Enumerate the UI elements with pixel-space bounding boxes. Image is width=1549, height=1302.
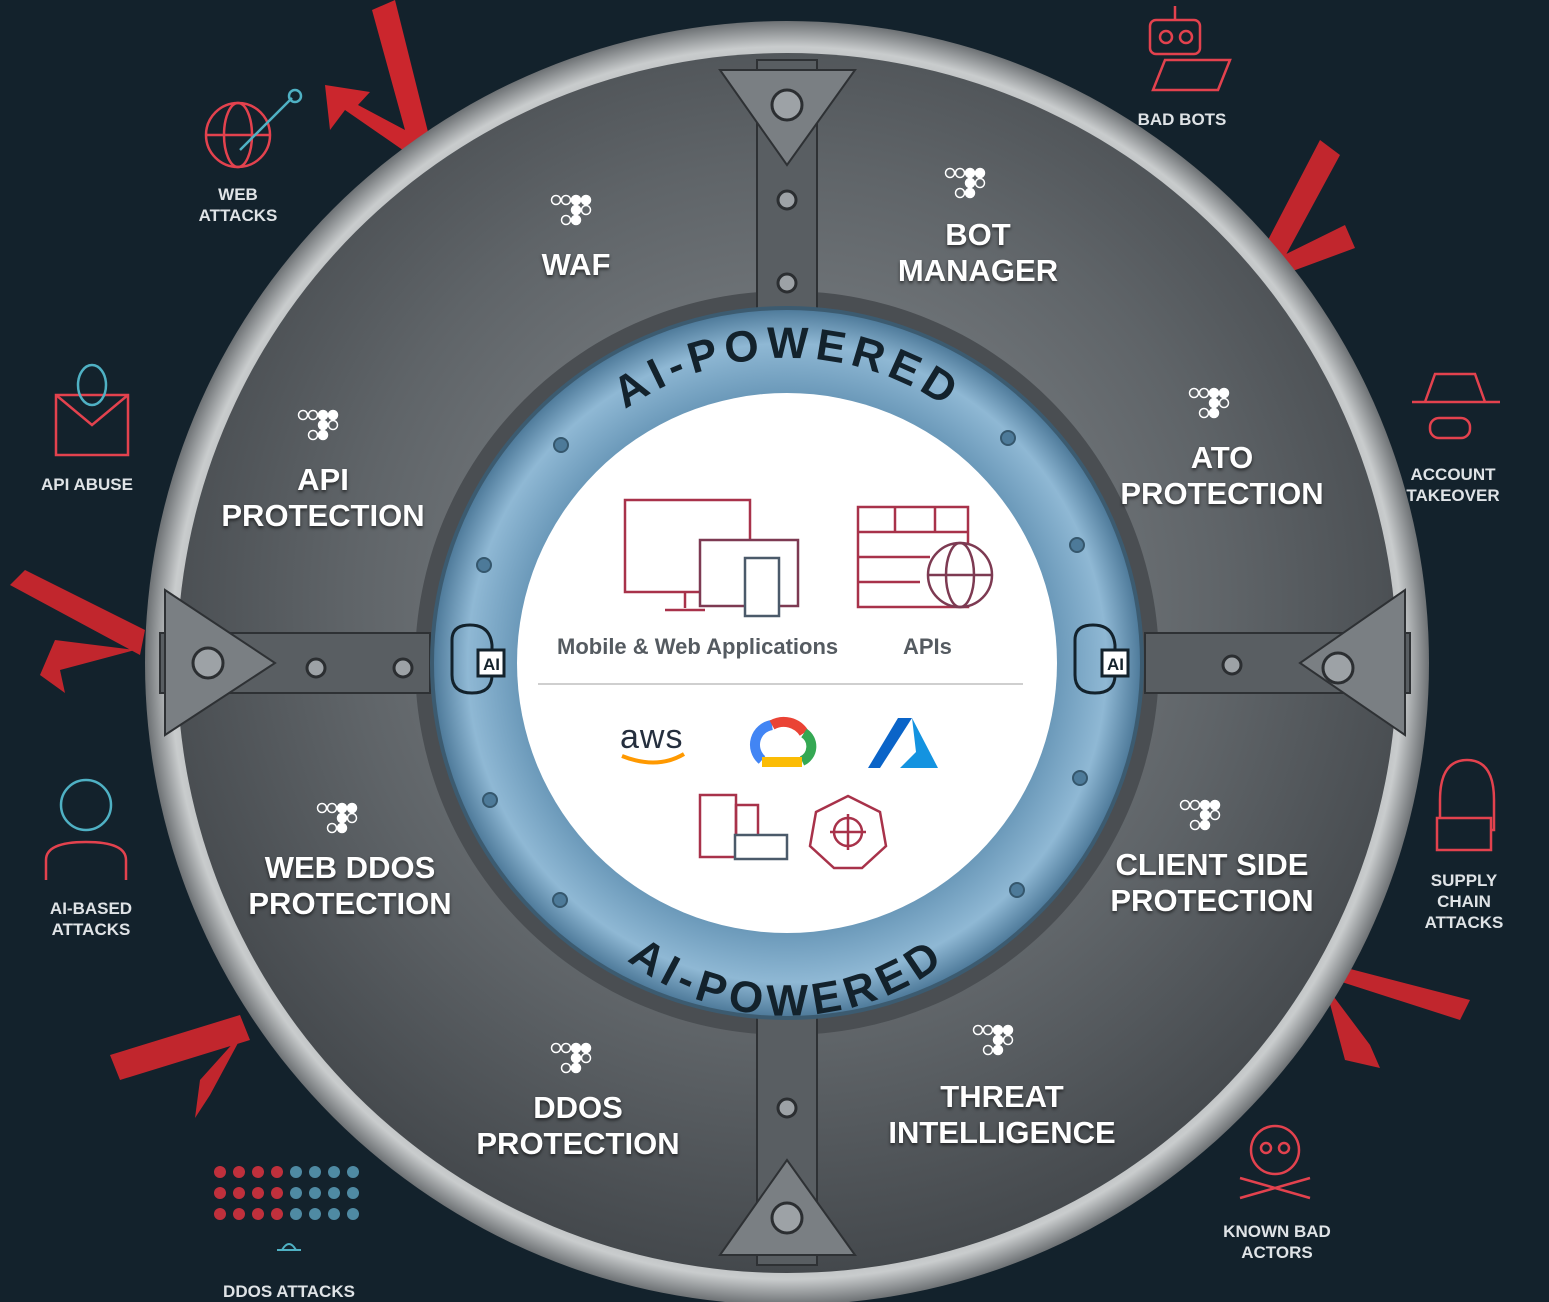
- bug-envelope-icon: [54, 363, 130, 457]
- service-ddos: DDOS PROTECTION: [476, 1090, 680, 1161]
- skull-mini-icon: [328, 1187, 340, 1199]
- google-cloud-icon: [749, 716, 817, 767]
- svg-text:AI: AI: [483, 655, 500, 674]
- skull-mini-icon: [271, 1166, 283, 1178]
- ring-rivets: [476, 430, 1088, 908]
- svg-text:AI: AI: [1107, 655, 1124, 674]
- robot-laptop-icon: [1148, 6, 1232, 92]
- skull-mini-icon: [347, 1208, 359, 1220]
- crossbars: [159, 59, 1411, 1266]
- threat-bad-bots: BAD BOTS: [1137, 110, 1227, 129]
- datacenter-icon: [698, 793, 789, 861]
- arrow-bottom-right: [1320, 965, 1470, 1068]
- spy-hat-icon: [1412, 372, 1500, 440]
- threat-arrows: [10, 0, 1470, 1118]
- skull-mini-icon: [347, 1166, 359, 1178]
- aws-logo-text: aws: [620, 718, 684, 756]
- threat-web-attacks: WEB ATTACKS: [198, 185, 278, 225]
- center-disc: [517, 393, 1057, 933]
- service-api-protection: API PROTECTION: [221, 462, 425, 533]
- service-web-ddos: WEB DDOS PROTECTION: [248, 850, 452, 921]
- hat-small-icon: [277, 1243, 301, 1251]
- skull-grid-icon: [214, 1166, 359, 1220]
- skull-mini-icon: [290, 1208, 302, 1220]
- skull-mini-icon: [328, 1208, 340, 1220]
- kubernetes-icon: [808, 794, 888, 870]
- arrow-left: [10, 570, 145, 693]
- skull-mini-icon: [271, 1208, 283, 1220]
- threat-ai-based: AI-BASED ATTACKS: [49, 899, 133, 939]
- service-dots-icon: [550, 194, 592, 226]
- ai-brain-icon-right: AI: [1073, 623, 1130, 695]
- threat-api-abuse: API ABUSE: [41, 475, 133, 494]
- service-client-side: CLIENT SIDE PROTECTION: [1110, 847, 1314, 918]
- threat-ddos-attacks: DDOS ATTACKS: [223, 1282, 355, 1301]
- service-threat-intel: THREAT INTELLIGENCE: [888, 1079, 1116, 1150]
- service-dot-icons: [297, 167, 1230, 1074]
- arrow-top-right: [1255, 140, 1355, 275]
- api-wall-globe-icon: [856, 505, 994, 609]
- service-dots-icon: [297, 409, 339, 441]
- skull-mini-icon: [214, 1208, 226, 1220]
- azure-icon: [868, 718, 938, 768]
- skull-mini-icon: [252, 1166, 264, 1178]
- arrow-top-left: [325, 0, 430, 155]
- ai-brain-icon-left: AI: [450, 623, 506, 695]
- skull-mini-icon: [233, 1166, 245, 1178]
- service-dots-icon: [550, 1042, 592, 1074]
- service-dots-icon: [316, 802, 358, 834]
- hooded-hacker-icon: [1435, 758, 1496, 852]
- aws-smile: [621, 752, 686, 765]
- skull-mini-icon: [309, 1166, 321, 1178]
- service-dots-icon: [1188, 387, 1230, 419]
- skull-mini-icon: [233, 1208, 245, 1220]
- threat-account-takeover: ACCOUNT TAKEOVER: [1406, 465, 1500, 505]
- devices-icon: [623, 498, 800, 618]
- rivets: [191, 88, 1355, 1235]
- apis-label: APIs: [903, 634, 952, 659]
- skull-mini-icon: [233, 1187, 245, 1199]
- globe-hook-icon: [204, 88, 303, 169]
- skull-mini-icon: [252, 1187, 264, 1199]
- skull-mini-icon: [309, 1208, 321, 1220]
- threat-supply-chain: SUPPLY CHAIN ATTACKS: [1424, 871, 1504, 932]
- skull-mini-icon: [290, 1187, 302, 1199]
- apps-label: Mobile & Web Applications: [557, 634, 839, 659]
- skull-mini-icon: [309, 1187, 321, 1199]
- skull-mini-icon: [347, 1187, 359, 1199]
- skull-mini-icon: [290, 1166, 302, 1178]
- threat-known-bad: KNOWN BAD ACTORS: [1223, 1222, 1331, 1262]
- service-ato-protection: ATO PROTECTION: [1120, 440, 1324, 511]
- ai-villain-icon: [44, 778, 128, 880]
- skull-mini-icon: [271, 1187, 283, 1199]
- arrow-bottom-left: [110, 1015, 250, 1118]
- service-dots-icon: [972, 1024, 1014, 1056]
- skull-mini-icon: [214, 1166, 226, 1178]
- service-dots-icon: [944, 167, 986, 199]
- skull-crossbones-icon: [1239, 1124, 1311, 1200]
- skull-mini-icon: [252, 1208, 264, 1220]
- service-waf: WAF: [541, 247, 611, 282]
- skull-mini-icon: [214, 1187, 226, 1199]
- service-bot-manager: BOT MANAGER: [897, 217, 1059, 288]
- service-dots-icon: [1179, 799, 1221, 831]
- skull-mini-icon: [328, 1166, 340, 1178]
